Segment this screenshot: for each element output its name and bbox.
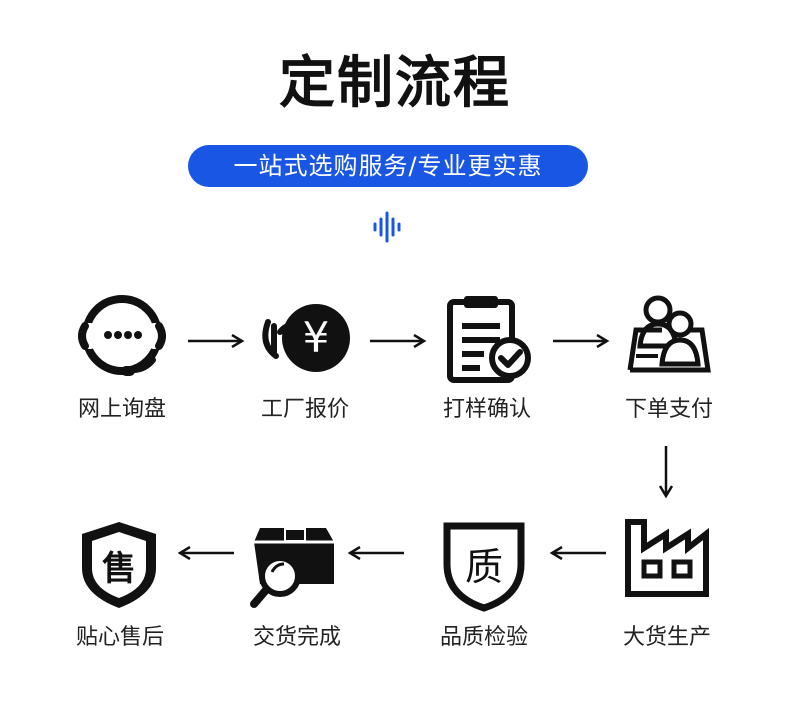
step-label-delivery: 交货完成 xyxy=(252,625,341,650)
arrow-left-icon xyxy=(348,546,404,560)
step-label-payment: 下单支付 xyxy=(624,397,713,422)
factory-icon xyxy=(625,519,709,597)
box-search-icon xyxy=(250,528,334,608)
sound-wave-icon xyxy=(373,211,401,243)
quality-glyph: 质 xyxy=(465,545,503,589)
step-label-quality: 品质检验 xyxy=(439,625,528,650)
yen-glyph: ¥ xyxy=(303,313,330,362)
aftersales-glyph: 售 xyxy=(102,549,136,589)
arrow-down-icon xyxy=(659,446,673,498)
page-title: 定制流程 xyxy=(279,51,511,116)
subtitle-banner: 一站式选购服务/专业更实惠 xyxy=(188,145,588,187)
price-yen-icon: ¥ xyxy=(262,304,350,372)
arrow-left-icon xyxy=(178,546,234,560)
arrow-right-icon xyxy=(553,334,610,348)
arrow-right-icon xyxy=(370,334,427,348)
headset-icon xyxy=(78,295,166,376)
step-label-sample: 打样确认 xyxy=(442,397,531,422)
step-label-production: 大货生产 xyxy=(622,625,711,650)
quality-shield-icon: 质 xyxy=(443,522,525,612)
step-label-quote: 工厂报价 xyxy=(260,397,349,422)
step-label-inquiry: 网上询盘 xyxy=(77,397,166,422)
clipboard-check-icon xyxy=(447,296,531,383)
after-sales-shield-icon: 售 xyxy=(82,522,156,608)
arrow-left-icon xyxy=(550,546,606,560)
step-label-aftersales: 贴心售后 xyxy=(75,625,164,650)
arrow-right-icon xyxy=(188,334,245,348)
users-payment-icon xyxy=(627,295,711,373)
